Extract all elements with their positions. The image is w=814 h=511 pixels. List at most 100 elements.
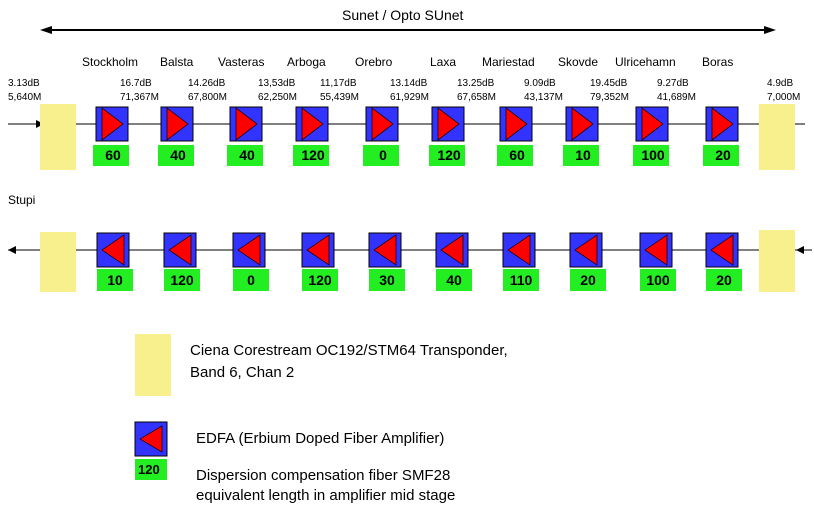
city-label: Skovde — [558, 55, 599, 69]
dispersion-value-top: 20 — [715, 147, 731, 163]
dispersion-value-bottom: 120 — [308, 272, 332, 288]
triangle-left-icon — [644, 234, 668, 266]
transponder-bottom-right — [759, 230, 795, 292]
dispersion-value-bottom: 30 — [379, 272, 395, 288]
legend-transponder-line2: Band 6, Chan 2 — [190, 364, 295, 381]
left-end-db: 3.13dB — [8, 78, 40, 89]
span-distance-label: 55,439M — [320, 92, 359, 103]
dispersion-box-top — [158, 145, 194, 166]
city-label: Mariestad — [482, 55, 535, 69]
legend-dispersion-line1: Dispersion compensation fiber SMF28 — [196, 467, 451, 484]
triangle-right-icon — [641, 107, 664, 141]
dispersion-value-top: 10 — [575, 147, 591, 163]
triangle-left-icon — [306, 234, 330, 266]
diagram-title: Sunet / Opto SUnet — [342, 7, 464, 23]
dispersion-box-top — [93, 145, 129, 166]
triangle-right-icon — [505, 107, 528, 141]
triangle-right-icon — [301, 107, 324, 141]
dispersion-box-bottom — [503, 269, 539, 291]
city-label: Vasteras — [218, 55, 265, 69]
span-db-label: 9.09dB — [524, 78, 556, 89]
dispersion-value-bottom: 0 — [247, 272, 255, 288]
dispersion-box-bottom — [164, 269, 200, 291]
city-label: Laxa — [430, 55, 457, 69]
span-db-label: 13.14dB — [390, 78, 428, 89]
legend-triangle-left-icon — [139, 425, 163, 453]
dispersion-box-bottom — [706, 269, 742, 291]
dispersion-box-top — [497, 145, 533, 166]
span-db-label: 9.27dB — [657, 78, 689, 89]
dispersion-box-top — [703, 145, 739, 166]
transponder-top-right — [759, 104, 795, 170]
dispersion-box-top — [563, 145, 599, 166]
city-label: Boras — [702, 55, 734, 69]
triangle-right-icon — [571, 107, 594, 141]
triangle-left-icon — [168, 234, 192, 266]
span-distance-label: 61,929M — [390, 92, 429, 103]
dispersion-box-bottom — [97, 269, 133, 291]
dispersion-value-bottom: 10 — [107, 272, 123, 288]
triangle-left-icon — [373, 234, 397, 266]
span-distance-label: 43,137M — [524, 92, 563, 103]
dispersion-box-bottom — [233, 269, 269, 291]
dispersion-value-bottom: 20 — [716, 272, 732, 288]
title-arrow-right — [764, 26, 776, 34]
triangle-left-icon — [710, 234, 734, 266]
dispersion-value-top: 0 — [379, 147, 387, 163]
span-distance-label: 62,250M — [258, 92, 297, 103]
city-label: Orebro — [355, 55, 393, 69]
triangle-right-icon — [437, 107, 460, 141]
dispersion-value-top: 100 — [641, 147, 665, 163]
triangle-left-icon — [237, 234, 261, 266]
legend-transponder-swatch — [135, 334, 171, 396]
right-end-db: 4.9dB — [767, 78, 794, 89]
dispersion-box-top — [227, 145, 263, 166]
dispersion-value-bottom: 40 — [446, 272, 462, 288]
span-db-label: 14.26dB — [188, 78, 226, 89]
span-distance-label: 67,800M — [188, 92, 227, 103]
span-db-label: 19.45dB — [590, 78, 628, 89]
dispersion-value-bottom: 120 — [170, 272, 194, 288]
legend-dispersion-line2: equivalent length in amplifier mid stage — [196, 487, 456, 504]
bottom-output-arrowhead — [8, 246, 16, 254]
triangle-left-icon — [574, 234, 598, 266]
dispersion-value-top: 40 — [239, 147, 255, 163]
left-end-distance: 5,640M — [8, 92, 42, 103]
bottom-input-arrowhead — [796, 246, 804, 254]
dispersion-box-top — [363, 145, 399, 166]
city-label: Stockholm — [82, 55, 139, 69]
dispersion-box-bottom — [369, 269, 405, 291]
span-db-label: 11,17dB — [320, 78, 357, 89]
city-label: Balsta — [160, 55, 194, 69]
city-label: Arboga — [287, 55, 326, 69]
span-distance-label: 79,352M — [590, 92, 629, 103]
dispersion-box-bottom — [302, 269, 338, 291]
dispersion-value-top: 120 — [437, 147, 461, 163]
span-db-label: 13,53dB — [258, 78, 296, 89]
dispersion-box-top — [633, 145, 669, 166]
legend-transponder-line1: Ciena Corestream OC192/STM64 Transponder… — [190, 342, 508, 359]
triangle-right-icon — [235, 107, 258, 141]
title-arrow-left — [40, 26, 52, 34]
triangle-left-icon — [507, 234, 531, 266]
lower-path-label: Stupi — [8, 193, 36, 207]
span-db-label: 16.7dB — [120, 78, 152, 89]
legend-dispersion-swatch — [135, 459, 167, 480]
dispersion-box-bottom — [436, 269, 472, 291]
transponder-top-left — [40, 104, 76, 170]
triangle-left-icon — [440, 234, 464, 266]
dispersion-box-bottom — [570, 269, 606, 291]
triangle-right-icon — [371, 107, 394, 141]
triangle-right-icon — [711, 107, 734, 141]
dispersion-value-top: 60 — [509, 147, 525, 163]
city-label: Ulricehamn — [615, 55, 676, 69]
legend-edfa-label: EDFA (Erbium Doped Fiber Amplifier) — [196, 430, 445, 447]
right-end-distance: 7,000M — [767, 92, 801, 103]
legend-dispersion-value: 120 — [138, 462, 160, 477]
dispersion-box-top — [429, 145, 465, 166]
dispersion-value-bottom: 110 — [509, 272, 533, 288]
dispersion-box-top — [293, 145, 329, 166]
transponder-bottom-left — [40, 232, 76, 292]
